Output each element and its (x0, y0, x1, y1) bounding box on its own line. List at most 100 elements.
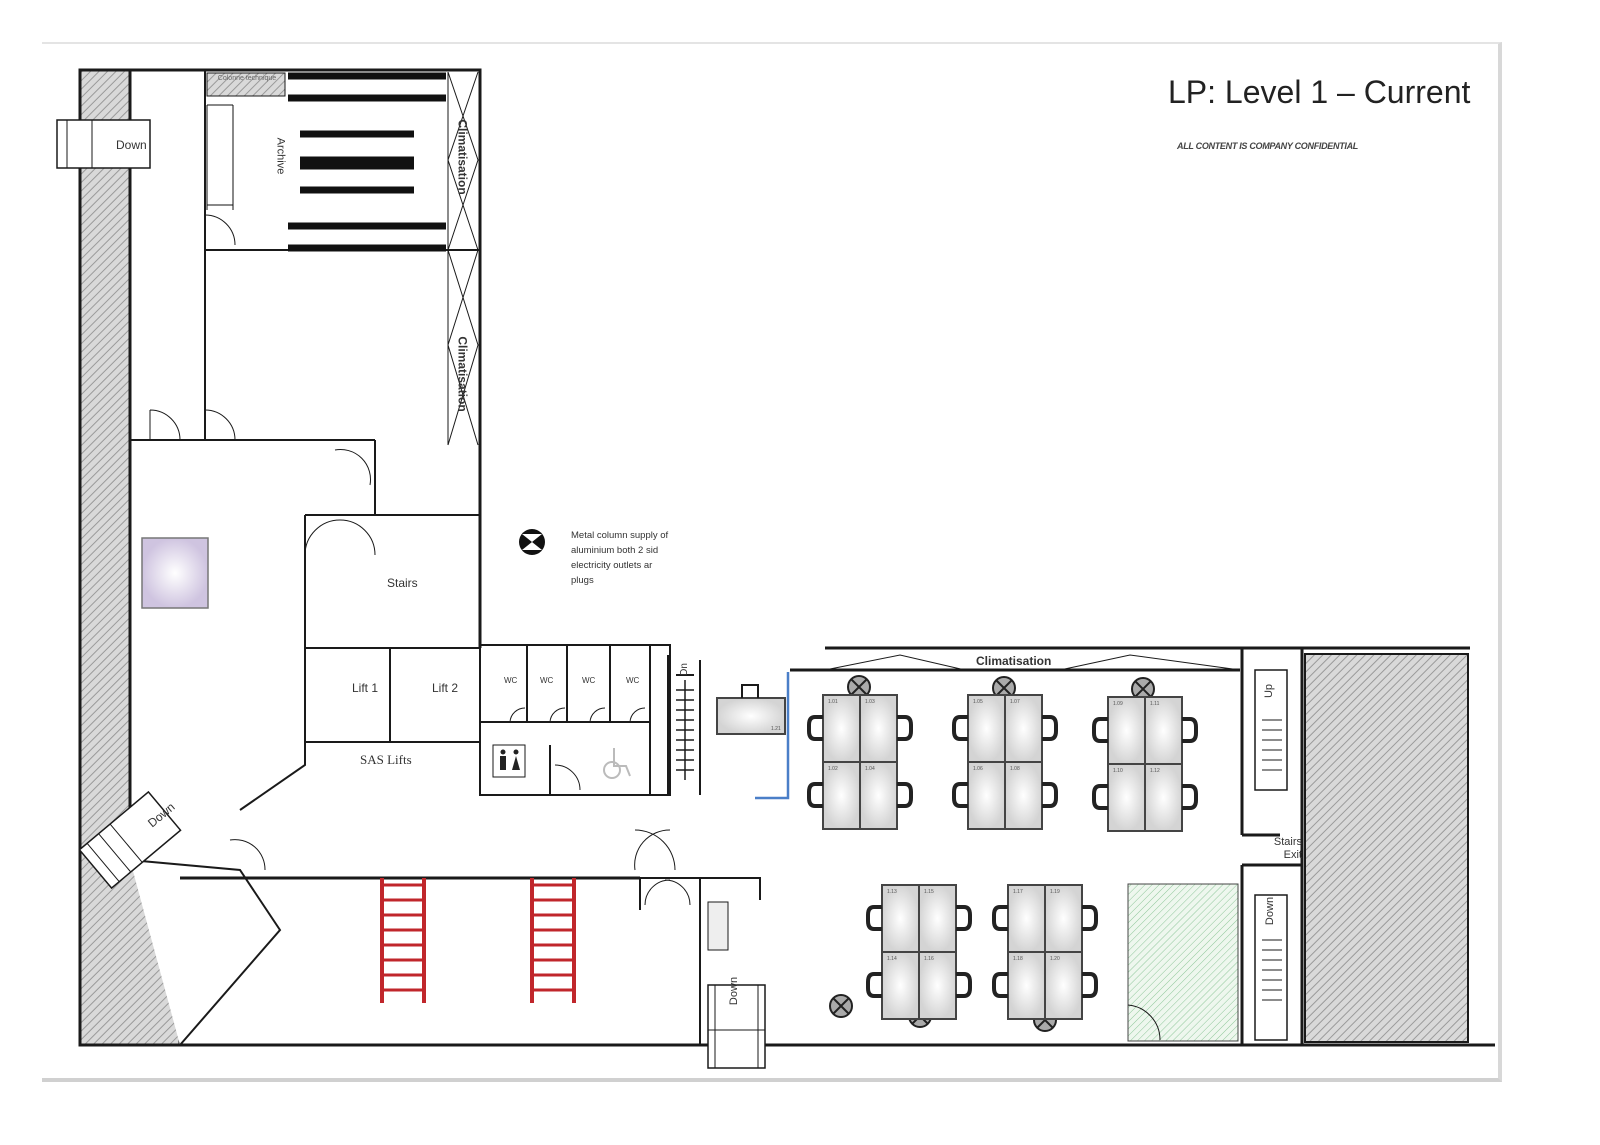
chair-icon (866, 972, 882, 998)
desk-label: 1.20 (1050, 956, 1060, 962)
desk[interactable] (1007, 884, 1046, 953)
desk[interactable] (859, 694, 898, 763)
desk[interactable] (1044, 884, 1083, 953)
stair-up-label: Up (1263, 683, 1276, 699)
note-line: electricity outlets ar (571, 560, 653, 571)
desk-cluster (807, 694, 913, 830)
chair-icon (1092, 717, 1108, 743)
chair-icon (956, 972, 972, 998)
red-ladder (380, 878, 576, 1003)
chair-icon (1182, 784, 1198, 810)
desk-label: 1.16 (924, 956, 934, 962)
desk-label: 1.13 (887, 889, 897, 895)
desk-label: 1.19 (1050, 889, 1060, 895)
column-marker-icon (1131, 677, 1155, 701)
desk[interactable] (881, 951, 920, 1020)
stair-down-label: Down (116, 138, 147, 152)
stair-down-label: Down (728, 976, 741, 1006)
desk[interactable] (1144, 763, 1183, 832)
chair-icon (1082, 905, 1098, 931)
desk[interactable] (1107, 696, 1146, 765)
sas-lifts-label: SAS Lifts (360, 752, 412, 767)
colonne-label: Colonne technique (217, 75, 277, 82)
desk[interactable] (859, 761, 898, 830)
desk-cluster (992, 884, 1098, 1020)
desk-cluster (1092, 696, 1198, 832)
wc-label: WC (626, 676, 640, 685)
confidential-note: ALL CONTENT IS COMPANY CONFIDENTIAL (1177, 141, 1359, 151)
chair-icon (1042, 782, 1058, 808)
desk-1-21 (716, 697, 786, 735)
green-hatched-area (1127, 883, 1239, 1042)
stairs-label: Stairs (387, 576, 418, 590)
metal-column-icon (519, 529, 545, 555)
desk[interactable] (881, 884, 920, 953)
desk-label: 1.14 (887, 956, 897, 962)
column-marker-icon (829, 994, 853, 1018)
chair-icon (897, 715, 913, 741)
chair-icon (956, 905, 972, 931)
chair-icon (897, 782, 913, 808)
desk[interactable] (1144, 696, 1183, 765)
chair-icon (866, 905, 882, 931)
desk-label: 1.03 (865, 699, 875, 705)
desk-label: 1.02 (828, 766, 838, 772)
chair-icon (952, 715, 968, 741)
lift-2-label: Lift 2 (432, 681, 459, 695)
desk-label: 1.09 (1113, 701, 1123, 707)
stairs-exit-label: Stairs Exit (1273, 836, 1302, 861)
desk-label: 1.12 (1150, 768, 1160, 774)
metal-column-note: Metal column supply of aluminium both 2 … (571, 528, 691, 588)
desk-cluster (866, 884, 972, 1020)
colonne-technique (206, 72, 286, 97)
desk[interactable] (918, 951, 957, 1020)
desk[interactable] (967, 761, 1006, 830)
desk[interactable] (822, 694, 861, 763)
desk[interactable] (967, 694, 1006, 763)
desk-label: 1.05 (973, 699, 983, 705)
glass-partition (755, 672, 790, 800)
desk[interactable] (1004, 694, 1043, 763)
dn-label: Dn (678, 663, 690, 676)
lift-1-label: Lift 1 (352, 681, 379, 695)
chair-icon (1082, 972, 1098, 998)
desk[interactable] (1004, 761, 1043, 830)
column-marker-icon (847, 675, 871, 699)
desk-label: 1.15 (924, 889, 934, 895)
desk-label: 1.10 (1113, 768, 1123, 774)
desk[interactable] (822, 761, 861, 830)
chair-icon (1182, 717, 1198, 743)
desk-label: 1.06 (973, 766, 983, 772)
wc-label: WC (582, 676, 596, 685)
wheelchair-icon (603, 748, 631, 779)
desk-label: 1.04 (865, 766, 875, 772)
desk-label: 1.17 (1013, 889, 1023, 895)
wc-label: WC (540, 676, 554, 685)
wc-label: WC (504, 676, 518, 685)
desk-label: 1.11 (1150, 701, 1160, 707)
chair-icon (1042, 715, 1058, 741)
note-line: plugs (571, 575, 594, 586)
desk[interactable] (1044, 951, 1083, 1020)
desk-label: 1.08 (1010, 766, 1020, 772)
archive-label: Archive (274, 137, 287, 175)
stair-down-label: Down (1264, 896, 1277, 926)
desk-cluster (952, 694, 1058, 830)
chair-icon (1092, 784, 1108, 810)
climatisation-label: Climatisation (455, 119, 470, 195)
hatched-area (1304, 653, 1469, 1043)
chair-icon (807, 715, 823, 741)
climatisation-label: Climatisation (455, 336, 470, 412)
desk[interactable] (1107, 763, 1146, 832)
desk[interactable] (1007, 951, 1046, 1020)
desk-label: 1.21 (771, 726, 781, 732)
chair-icon (952, 782, 968, 808)
chair-icon (992, 905, 1008, 931)
note-line: aluminium both 2 sid (571, 545, 659, 556)
page-title: LP: Level 1 – Current (1168, 74, 1471, 110)
desk-label: 1.01 (828, 699, 838, 705)
desk[interactable] (918, 884, 957, 953)
note-line: Metal column supply of (571, 530, 669, 541)
climatisation-label: Climatisation (976, 654, 1052, 668)
